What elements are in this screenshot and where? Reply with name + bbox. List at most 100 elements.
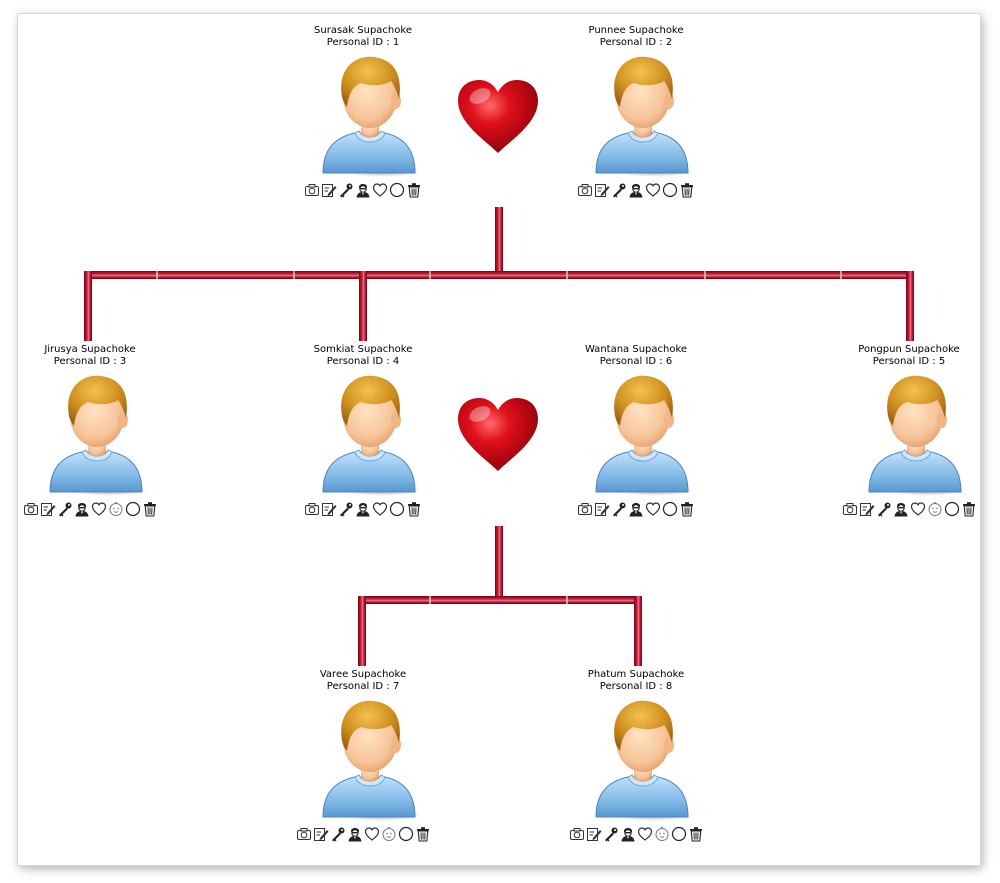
heart-outline-icon[interactable]	[372, 182, 388, 198]
circle-icon[interactable]	[389, 501, 405, 517]
person-node[interactable]: Jirusya Supachoke Personal ID : 3	[10, 344, 170, 544]
baby-face-icon[interactable]	[108, 501, 124, 517]
personal-id: Personal ID : 3	[53, 356, 127, 367]
heart-outline-icon[interactable]	[645, 182, 661, 198]
personal-id: Personal ID : 2	[599, 37, 673, 48]
person-toolbar	[10, 500, 170, 518]
personal-id: Personal ID : 8	[599, 681, 673, 692]
heart-outline-icon[interactable]	[372, 501, 388, 517]
user-admin-icon[interactable]	[74, 501, 90, 517]
trash-icon[interactable]	[679, 501, 695, 517]
trash-icon[interactable]	[961, 501, 977, 517]
marriage-heart-icon	[456, 397, 540, 473]
person-name: Punnee Supachoke	[588, 25, 684, 36]
camera-icon[interactable]	[304, 182, 320, 198]
camera-icon[interactable]	[304, 501, 320, 517]
edit-icon[interactable]	[859, 501, 875, 517]
trash-icon[interactable]	[415, 826, 431, 842]
key-icon[interactable]	[611, 501, 627, 517]
person-name: Pongpun Supachoke	[858, 344, 960, 355]
person-avatar-icon[interactable]	[311, 51, 421, 179]
person-avatar-icon[interactable]	[584, 51, 694, 179]
key-icon[interactable]	[338, 182, 354, 198]
circle-icon[interactable]	[389, 182, 405, 198]
circle-icon[interactable]	[398, 826, 414, 842]
connector-line	[84, 271, 92, 341]
edit-icon[interactable]	[586, 826, 602, 842]
user-admin-icon[interactable]	[355, 501, 371, 517]
connector-line	[358, 596, 642, 604]
trash-icon[interactable]	[142, 501, 158, 517]
edit-icon[interactable]	[594, 182, 610, 198]
personal-id: Personal ID : 6	[599, 356, 673, 367]
person-node[interactable]: Varee Supachoke Personal ID : 7	[283, 669, 443, 869]
heart-outline-icon[interactable]	[910, 501, 926, 517]
connector-line	[634, 596, 642, 666]
edit-icon[interactable]	[321, 501, 337, 517]
person-avatar-icon[interactable]	[38, 370, 148, 498]
user-admin-icon[interactable]	[893, 501, 909, 517]
circle-icon[interactable]	[662, 182, 678, 198]
trash-icon[interactable]	[688, 826, 704, 842]
personal-id: Personal ID : 5	[872, 356, 946, 367]
user-admin-icon[interactable]	[355, 182, 371, 198]
circle-icon[interactable]	[662, 501, 678, 517]
camera-icon[interactable]	[842, 501, 858, 517]
person-name: Jirusya Supachoke	[44, 344, 136, 355]
person-node[interactable]: Surasak Supachoke Personal ID : 1	[283, 25, 443, 225]
person-node[interactable]: Phatum Supachoke Personal ID : 8	[556, 669, 716, 869]
circle-icon[interactable]	[671, 826, 687, 842]
heart-outline-icon[interactable]	[91, 501, 107, 517]
personal-id: Personal ID : 4	[326, 356, 400, 367]
person-toolbar	[556, 500, 716, 518]
heart-outline-icon[interactable]	[645, 501, 661, 517]
edit-icon[interactable]	[40, 501, 56, 517]
circle-icon[interactable]	[125, 501, 141, 517]
edit-icon[interactable]	[321, 182, 337, 198]
camera-icon[interactable]	[577, 182, 593, 198]
person-avatar-icon[interactable]	[584, 370, 694, 498]
person-toolbar	[283, 181, 443, 199]
user-admin-icon[interactable]	[628, 182, 644, 198]
camera-icon[interactable]	[296, 826, 312, 842]
trash-icon[interactable]	[679, 182, 695, 198]
key-icon[interactable]	[603, 826, 619, 842]
trash-icon[interactable]	[406, 182, 422, 198]
baby-face-icon[interactable]	[654, 826, 670, 842]
heart-outline-icon[interactable]	[364, 826, 380, 842]
person-node[interactable]: Punnee Supachoke Personal ID : 2	[556, 25, 716, 225]
person-toolbar	[283, 500, 443, 518]
person-avatar-icon[interactable]	[584, 695, 694, 823]
user-admin-icon[interactable]	[628, 501, 644, 517]
person-node[interactable]: Pongpun Supachoke Personal ID : 5	[829, 344, 989, 544]
personal-id: Personal ID : 1	[326, 37, 400, 48]
person-node[interactable]: Somkiat Supachoke Personal ID : 4	[283, 344, 443, 544]
key-icon[interactable]	[338, 501, 354, 517]
person-toolbar	[556, 181, 716, 199]
connector-line	[495, 207, 503, 275]
person-avatar-icon[interactable]	[857, 370, 967, 498]
camera-icon[interactable]	[577, 501, 593, 517]
baby-face-icon[interactable]	[381, 826, 397, 842]
baby-face-icon[interactable]	[927, 501, 943, 517]
connector-line	[495, 526, 503, 600]
trash-icon[interactable]	[406, 501, 422, 517]
key-icon[interactable]	[330, 826, 346, 842]
person-name: Surasak Supachoke	[314, 25, 412, 36]
personal-id: Personal ID : 7	[326, 681, 400, 692]
key-icon[interactable]	[876, 501, 892, 517]
camera-icon[interactable]	[569, 826, 585, 842]
person-node[interactable]: Wantana Supachoke Personal ID : 6	[556, 344, 716, 544]
circle-icon[interactable]	[944, 501, 960, 517]
camera-icon[interactable]	[23, 501, 39, 517]
user-admin-icon[interactable]	[620, 826, 636, 842]
user-admin-icon[interactable]	[347, 826, 363, 842]
heart-outline-icon[interactable]	[637, 826, 653, 842]
person-avatar-icon[interactable]	[311, 370, 421, 498]
person-avatar-icon[interactable]	[311, 695, 421, 823]
edit-icon[interactable]	[313, 826, 329, 842]
key-icon[interactable]	[57, 501, 73, 517]
person-toolbar	[283, 825, 443, 843]
key-icon[interactable]	[611, 182, 627, 198]
edit-icon[interactable]	[594, 501, 610, 517]
